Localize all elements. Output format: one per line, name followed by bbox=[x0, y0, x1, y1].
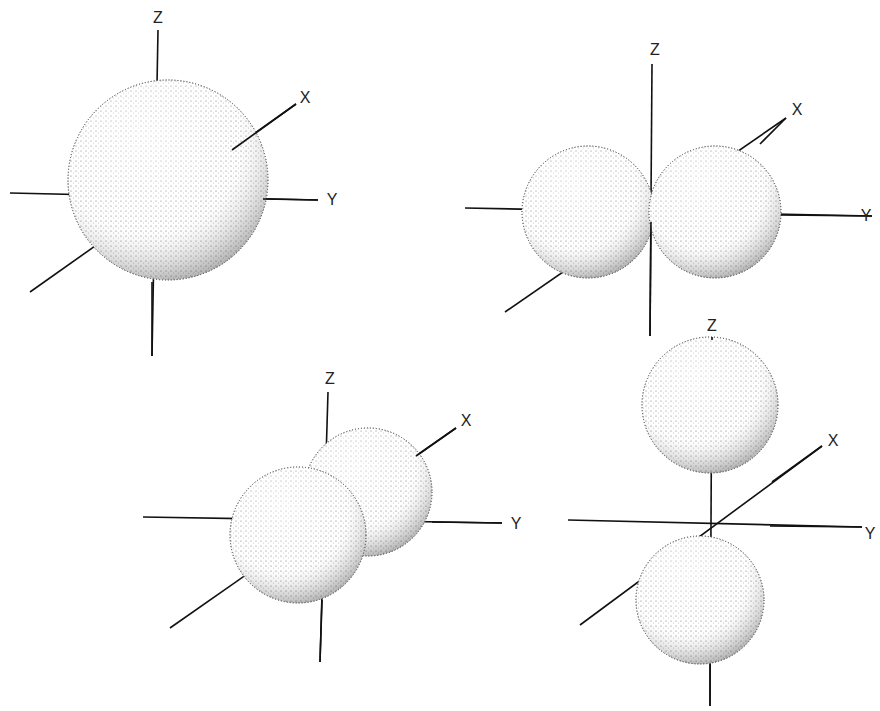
axis-label: X bbox=[461, 413, 472, 429]
axis-label: Y bbox=[327, 192, 338, 208]
axis-label: Z bbox=[707, 318, 717, 334]
axis-label: Y bbox=[865, 526, 876, 542]
axis-label: X bbox=[300, 90, 311, 106]
axis-label: Z bbox=[153, 10, 163, 26]
axis-label: Y bbox=[861, 208, 872, 224]
orbital-lobes bbox=[68, 80, 781, 664]
axis-stubs bbox=[152, 104, 872, 706]
axis-label: X bbox=[792, 102, 803, 118]
axis-label: Z bbox=[325, 371, 335, 387]
axis-label: Y bbox=[511, 516, 522, 532]
axis-label: Z bbox=[650, 42, 660, 58]
axis-label: X bbox=[828, 433, 839, 449]
axes bbox=[10, 30, 872, 706]
